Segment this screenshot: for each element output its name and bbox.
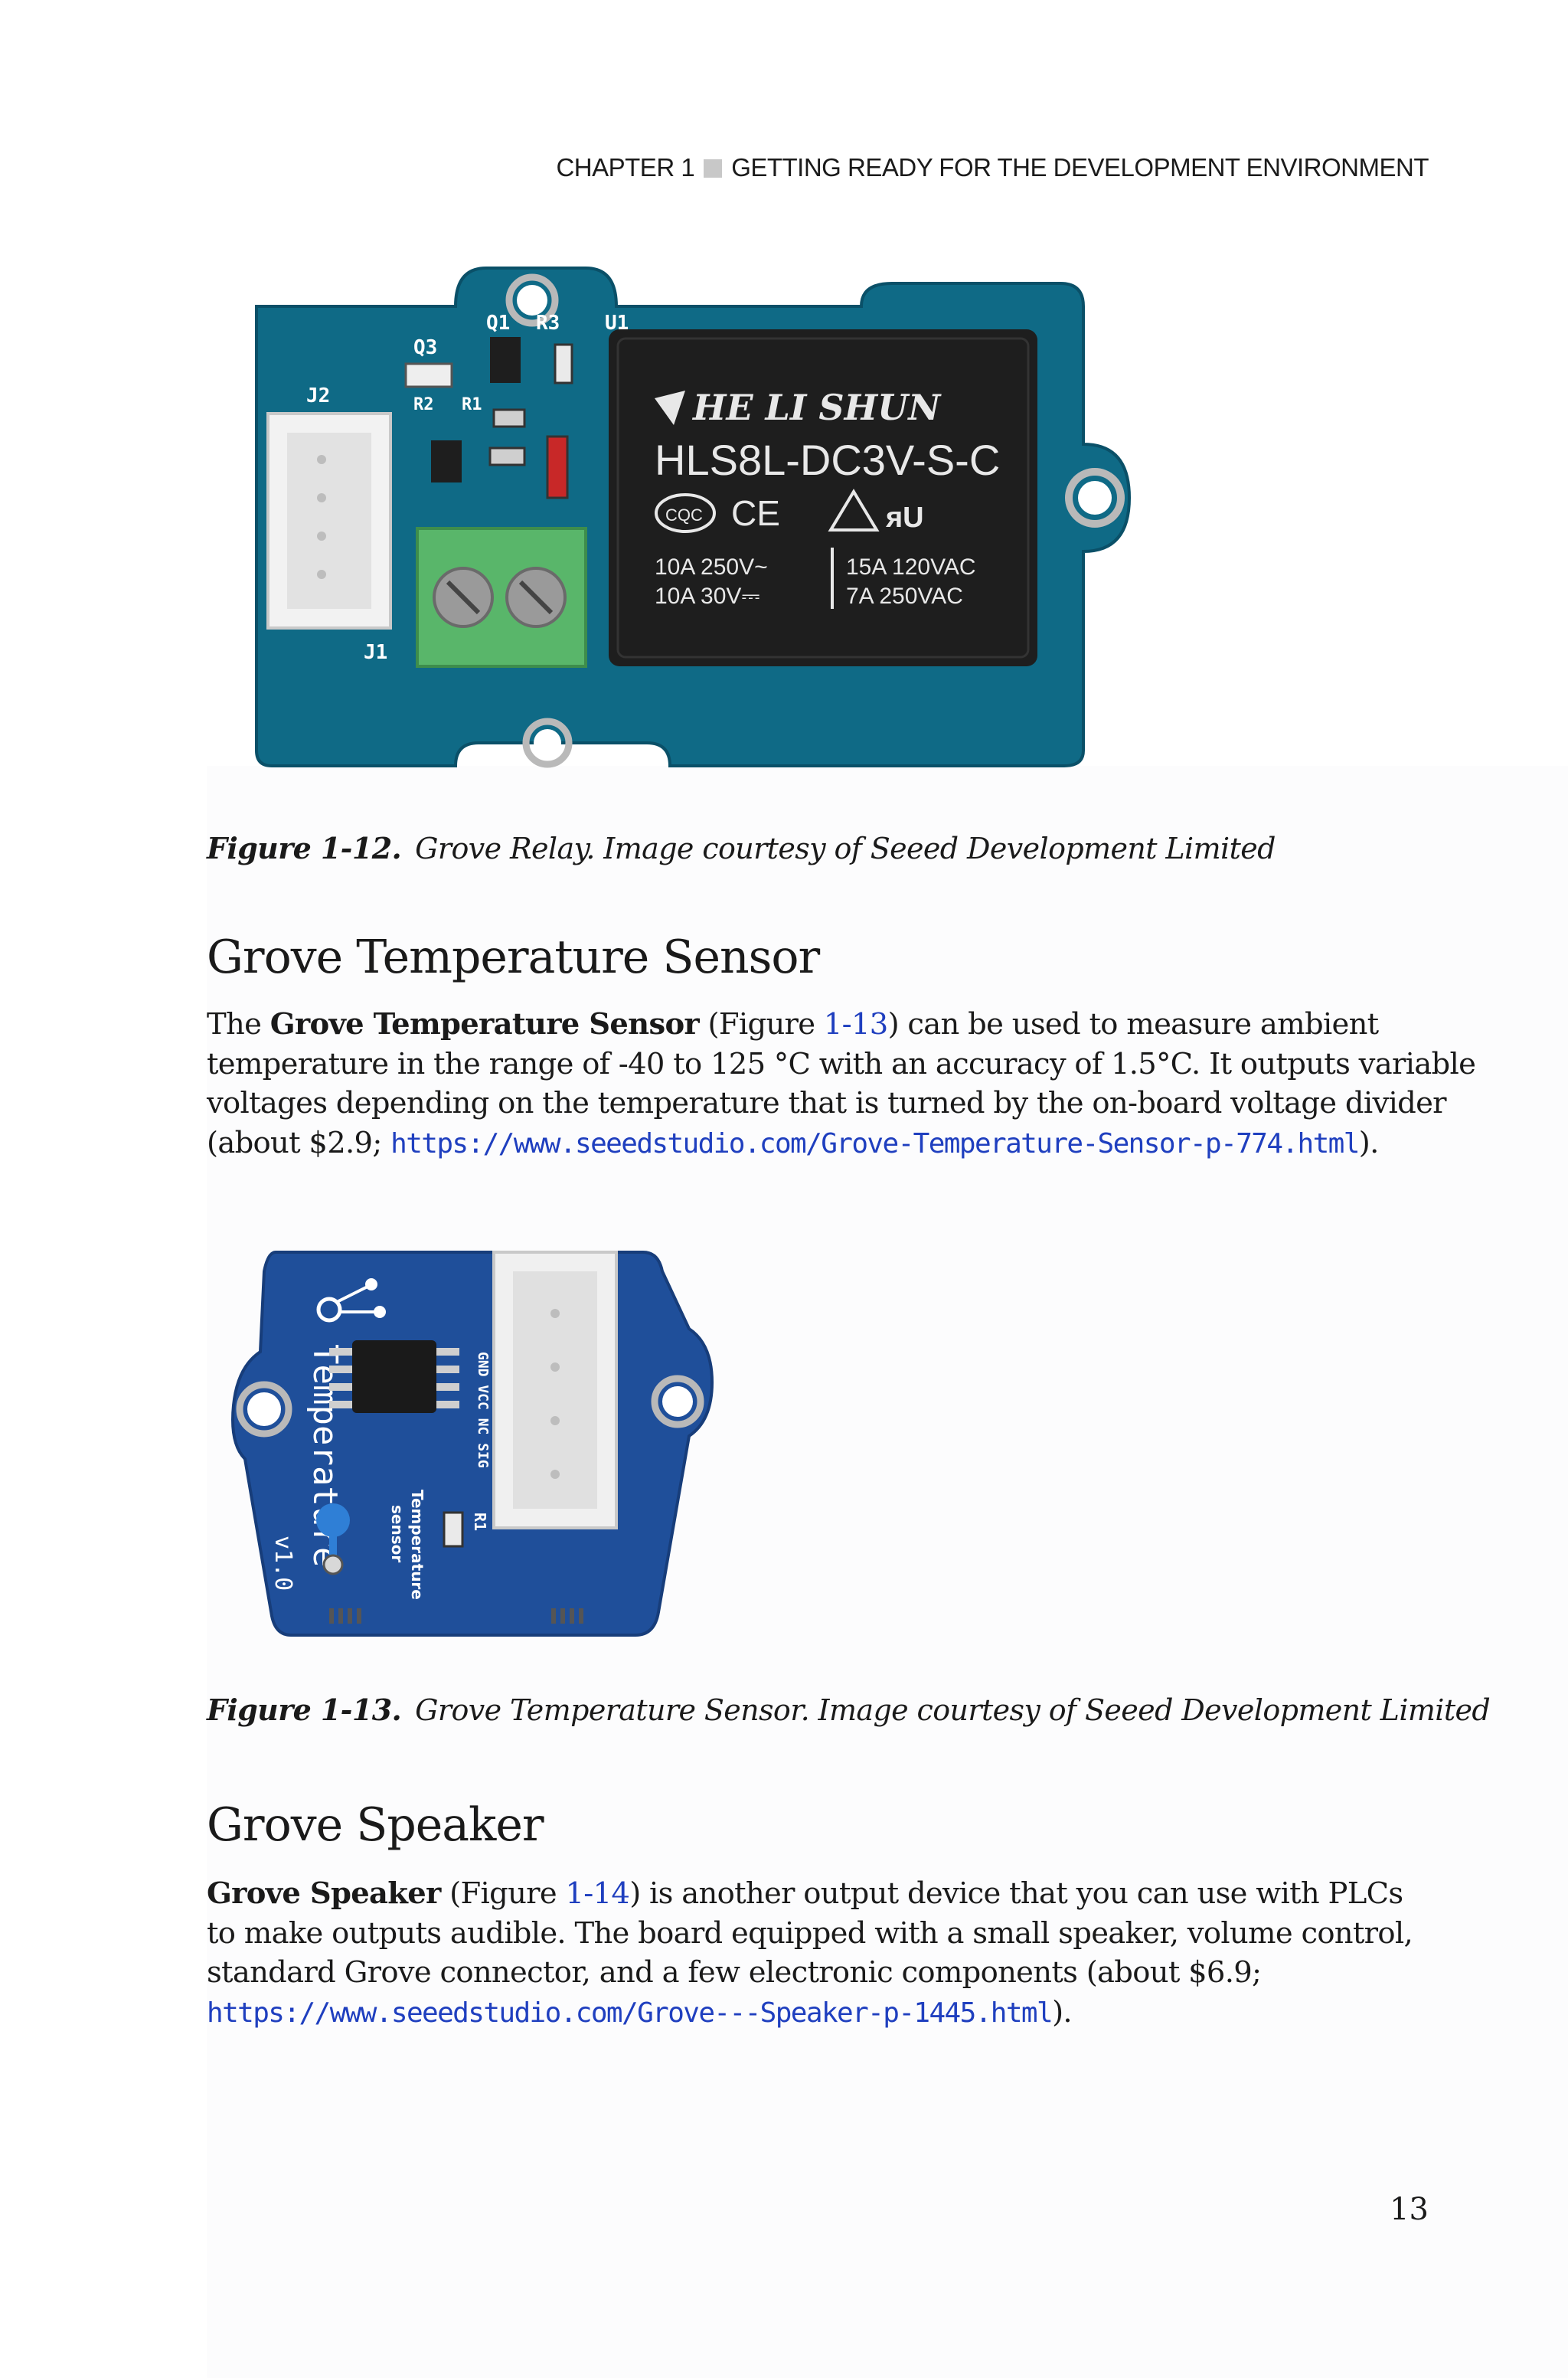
relay-mount-hole-top	[517, 285, 547, 316]
section-heading-temperature: Grove Temperature Sensor	[207, 931, 820, 984]
header-separator-square	[704, 159, 723, 178]
figure-1-12-caption: Figure 1-12. Grove Relay. Image courtesy …	[207, 831, 1276, 865]
relay-rating-left-1: 10A 250V~	[655, 554, 768, 580]
relay-rating-right-2: 7A 250VAC	[846, 584, 963, 609]
figure-1-13-label: Figure 1-13.	[207, 1693, 402, 1727]
smd-resistor-r1	[443, 1511, 464, 1548]
chapter-label: CHAPTER 1	[556, 153, 695, 182]
paragraph-line: temperature in the range of -40 to 125 °…	[207, 1046, 1476, 1081]
temperature-sensor-url-link[interactable]: https://www.seeedstudio.com/Grove-Temper…	[390, 1127, 1360, 1160]
silk-r2: R2	[413, 395, 434, 414]
figure-1-13-text: Grove Temperature Sensor. Image courtesy…	[415, 1693, 1491, 1727]
silk-r3: R3	[536, 312, 560, 335]
sensor-label-2: sensor	[388, 1505, 407, 1562]
smd-led	[404, 362, 453, 388]
figure-1-12-text: Grove Relay. Image courtesy of Seeed Dev…	[415, 832, 1276, 865]
paragraph-line: standard Grove connector, and a few elec…	[207, 1955, 1262, 1990]
relay-rating-left-2: 10A 30V⎓	[655, 584, 760, 609]
silk-r1-temp: R1	[471, 1513, 489, 1531]
text-run: The	[207, 1007, 270, 1042]
smd-transistor-q2	[431, 440, 462, 482]
text-run: ).	[1358, 1125, 1380, 1160]
silk-q3: Q3	[413, 336, 437, 359]
text-run: (Figure	[699, 1007, 824, 1042]
figure-link-1-13[interactable]: 1-13	[823, 1007, 888, 1042]
running-header: CHAPTER 1 GETTING READY FOR THE DEVELOPME…	[556, 153, 1429, 182]
bold-term-grove-speaker: Grove Speaker	[207, 1876, 441, 1911]
sensor-label-1: Temperature	[408, 1490, 426, 1600]
relay-model-text: HLS8L-DC3V-S-C	[655, 436, 1000, 484]
text-run: ) can be used to measure ambient	[887, 1007, 1380, 1042]
silk-u1: U1	[605, 312, 629, 335]
relay-warning-icon	[828, 489, 880, 532]
figure-1-12-label: Figure 1-12.	[207, 831, 402, 865]
relay-body	[609, 329, 1037, 666]
silk-j2: J2	[306, 384, 330, 407]
text-run: ) is another output device that you can …	[629, 1876, 1403, 1911]
paragraph-line: voltages depending on the temperature th…	[207, 1086, 1447, 1120]
board-version-text: v1.0	[270, 1536, 296, 1591]
bold-term-temperature-sensor: Grove Temperature Sensor	[270, 1007, 700, 1042]
thermistor-blue-bead	[316, 1503, 350, 1537]
grove-relay-image: HE LI SHUN HLS8L-DC3V-S-C CQC CE ᴙU 10A …	[255, 267, 1132, 768]
temperature-paragraph: The Grove Temperature Sensor (Figure 1-1…	[207, 1005, 1478, 1163]
temp-pcb-board	[231, 1251, 714, 1637]
relay-cqc-text: CQC	[665, 505, 703, 525]
speaker-paragraph: Grove Speaker (Figure 1-14) is another o…	[207, 1874, 1478, 2033]
relay-mount-hole-bottom	[534, 729, 561, 757]
relay-logo-icon	[655, 391, 685, 425]
smd-diode	[546, 435, 569, 499]
silk-r1: R1	[462, 395, 482, 414]
speaker-url-link[interactable]: https://www.seeedstudio.com/Grove---Spea…	[207, 1997, 1054, 2029]
grove-logo-icon	[316, 1297, 342, 1323]
page-number: 13	[1390, 2192, 1429, 2227]
sensor-ic-chip	[352, 1340, 436, 1413]
silk-j1: J1	[364, 641, 387, 664]
silk-q1: Q1	[486, 312, 510, 335]
temp-mount-hole-right	[662, 1386, 693, 1417]
svg-text:ᴙU: ᴙU	[885, 502, 924, 534]
relay-ce-text: CE	[731, 493, 780, 533]
pin-labels: GND VCC NC SIG	[475, 1352, 491, 1468]
smd-transistor-q1	[490, 337, 521, 383]
text-run: (Figure	[440, 1876, 566, 1911]
section-heading-speaker: Grove Speaker	[207, 1798, 544, 1852]
smd-resistor-r3	[554, 343, 573, 384]
figure-link-1-14[interactable]: 1-14	[565, 1876, 630, 1911]
text-run: (about $2.9;	[207, 1125, 391, 1160]
relay-brand-text: HE LI SHUN	[691, 387, 942, 428]
relay-mount-hole	[1078, 481, 1112, 515]
temp-mount-hole-left	[247, 1392, 281, 1426]
relay-rating-right-1: 15A 120VAC	[846, 554, 976, 580]
chapter-title: GETTING READY FOR THE DEVELOPMENT ENVIRO…	[731, 153, 1429, 182]
figure-1-13-caption: Figure 1-13. Grove Temperature Sensor. Im…	[207, 1693, 1491, 1727]
text-run: ).	[1052, 1994, 1073, 2030]
grove-temperature-sensor-image: Temperature v1.0 Temperature sensor R1 G…	[231, 1251, 714, 1637]
paragraph-line: to make outputs audible. The board equip…	[207, 1915, 1413, 1951]
